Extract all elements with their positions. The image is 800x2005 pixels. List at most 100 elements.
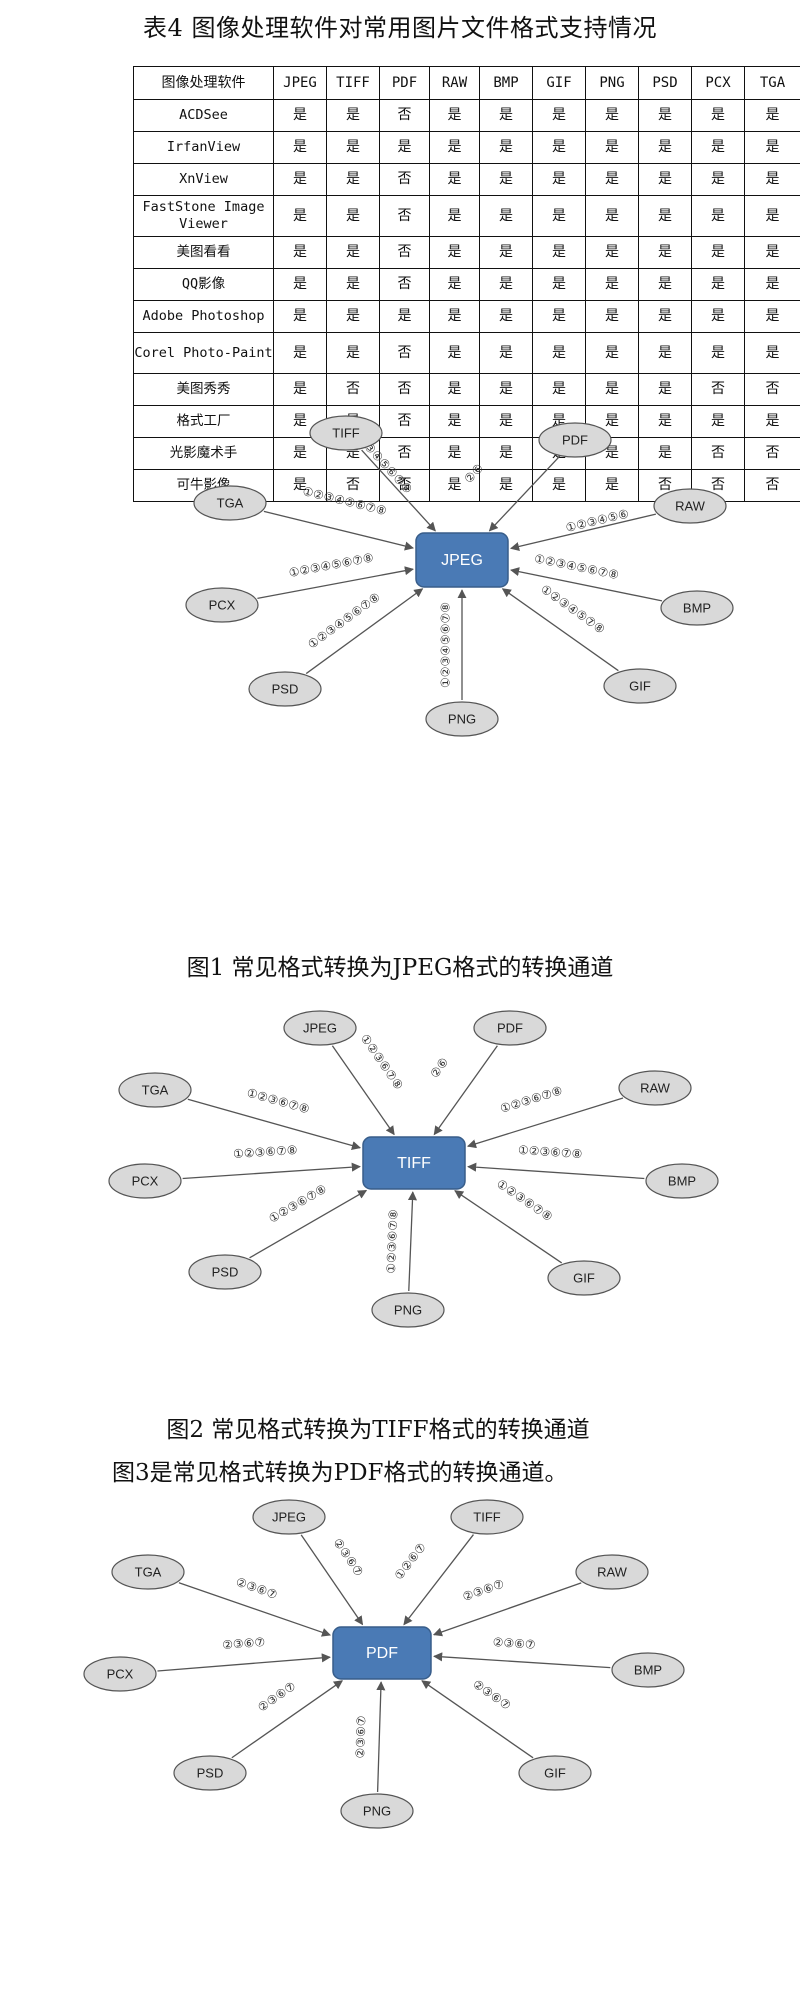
- software-name-cell: 美图秀秀: [133, 373, 274, 406]
- format-node-label: PCX: [209, 597, 236, 612]
- support-cell: 是: [638, 236, 692, 269]
- conversion-arrow: [249, 1189, 368, 1259]
- format-node: GIF: [518, 1755, 592, 1791]
- support-cell: 是: [744, 99, 800, 132]
- channel-label: ②③⑥⑦: [461, 1577, 506, 1604]
- support-cell: 是: [691, 332, 745, 374]
- conversion-arrow: [376, 1681, 386, 1793]
- support-cell: 否: [379, 405, 430, 438]
- format-node: BMP: [660, 590, 734, 626]
- format-node-label: TGA: [135, 1564, 162, 1579]
- target-format-box: TIFF: [362, 1136, 466, 1190]
- target-format-label: PDF: [366, 1645, 398, 1662]
- format-ellipse: [252, 1499, 326, 1535]
- format-node-label: BMP: [668, 1173, 696, 1188]
- conversion-arrow: [331, 1045, 395, 1136]
- conversion-arrow: [510, 567, 663, 602]
- support-cell: 否: [379, 268, 430, 301]
- support-cell: 是: [532, 300, 586, 333]
- format-node: GIF: [547, 1260, 621, 1296]
- support-cell: 是: [691, 236, 745, 269]
- channel-label: ①②③⑥⑦⑧: [266, 1182, 329, 1226]
- format-node: PDF: [473, 1010, 547, 1046]
- support-cell: 否: [326, 469, 380, 502]
- conversion-arrow: [257, 566, 414, 599]
- conversion-arrow: [300, 1534, 364, 1626]
- conversion-arrow: [488, 456, 560, 532]
- channel-label: ②③⑥⑦: [330, 1536, 366, 1579]
- conversion-arrow: [361, 449, 436, 532]
- channel-label: ①②③⑥⑦⑧: [494, 1177, 555, 1225]
- support-cell: 否: [744, 373, 800, 406]
- support-cell: 是: [326, 332, 380, 374]
- support-cell: 否: [744, 469, 800, 502]
- format-node: JPEG: [283, 1010, 357, 1046]
- format-node-label: RAW: [640, 1080, 671, 1095]
- format-node: PCX: [185, 587, 259, 623]
- support-cell: 是: [532, 236, 586, 269]
- support-cell: 是: [532, 99, 586, 132]
- support-cell: 是: [585, 163, 639, 196]
- format-ellipse: [450, 1499, 524, 1535]
- channel-label: ①②③④⑤⑥: [564, 507, 630, 535]
- conversion-arrow: [467, 1162, 645, 1180]
- support-cell: 是: [479, 236, 533, 269]
- support-cell: 是: [638, 131, 692, 164]
- support-cell: 否: [379, 236, 430, 269]
- column-header: PNG: [585, 66, 639, 100]
- software-name-cell: 光影魔术手: [133, 437, 274, 470]
- conversion-arrow: [407, 1191, 418, 1292]
- format-node: PDF: [538, 422, 612, 458]
- support-cell: 是: [429, 437, 480, 470]
- format-node: BMP: [611, 1652, 685, 1688]
- format-ellipse: [173, 1755, 247, 1791]
- format-node-label: TIFF: [332, 425, 359, 440]
- format-node: PCX: [83, 1656, 157, 1692]
- conversion-arrow: [421, 1680, 534, 1759]
- figure2-caption: 图2 常见格式转换为TIFF格式的转换通道: [166, 1417, 590, 1443]
- conversion-arrow: [263, 510, 414, 551]
- support-cell: 是: [479, 268, 533, 301]
- format-ellipse: [473, 1010, 547, 1046]
- table-row: 美图看看是是否是是是是是是是: [133, 236, 800, 269]
- format-node: BMP: [645, 1163, 719, 1199]
- conversion-arrow: [501, 588, 619, 672]
- support-cell: 是: [532, 332, 586, 374]
- format-node: PNG: [371, 1292, 445, 1328]
- channel-label: ①②③⑥⑦⑧: [498, 1083, 564, 1116]
- support-cell: 否: [379, 195, 430, 237]
- target-format-rect: [332, 1626, 432, 1680]
- support-cell: 是: [585, 268, 639, 301]
- channel-label: ①②③④⑤⑥⑦⑧: [301, 484, 388, 518]
- software-name-cell: ACDSee: [133, 99, 274, 132]
- format-node: JPEG: [252, 1499, 326, 1535]
- support-cell: 是: [638, 300, 692, 333]
- support-cell: 是: [691, 99, 745, 132]
- format-node: TGA: [193, 485, 267, 521]
- support-cell: 是: [429, 469, 480, 502]
- support-cell: 是: [638, 332, 692, 374]
- support-cell: 是: [429, 300, 480, 333]
- conversion-arrow: [157, 1653, 331, 1672]
- support-cell: 是: [585, 195, 639, 237]
- format-node: GIF: [603, 668, 677, 704]
- format-node: PSD: [188, 1254, 262, 1290]
- support-cell: 是: [326, 236, 380, 269]
- conversion-arrow: [403, 1534, 474, 1626]
- channel-label: ①②⑥⑦: [392, 1540, 429, 1583]
- support-cell: 是: [638, 373, 692, 406]
- support-cell: 是: [326, 163, 380, 196]
- software-name-cell: Corel Photo-Paint: [133, 332, 274, 374]
- format-ellipse: [185, 587, 259, 623]
- support-cell: 是: [273, 268, 327, 301]
- support-cell: 是: [691, 163, 745, 196]
- format-node: PSD: [248, 671, 322, 707]
- column-header: BMP: [479, 66, 533, 100]
- format-ellipse: [108, 1163, 182, 1199]
- format-node-label: PCX: [132, 1173, 159, 1188]
